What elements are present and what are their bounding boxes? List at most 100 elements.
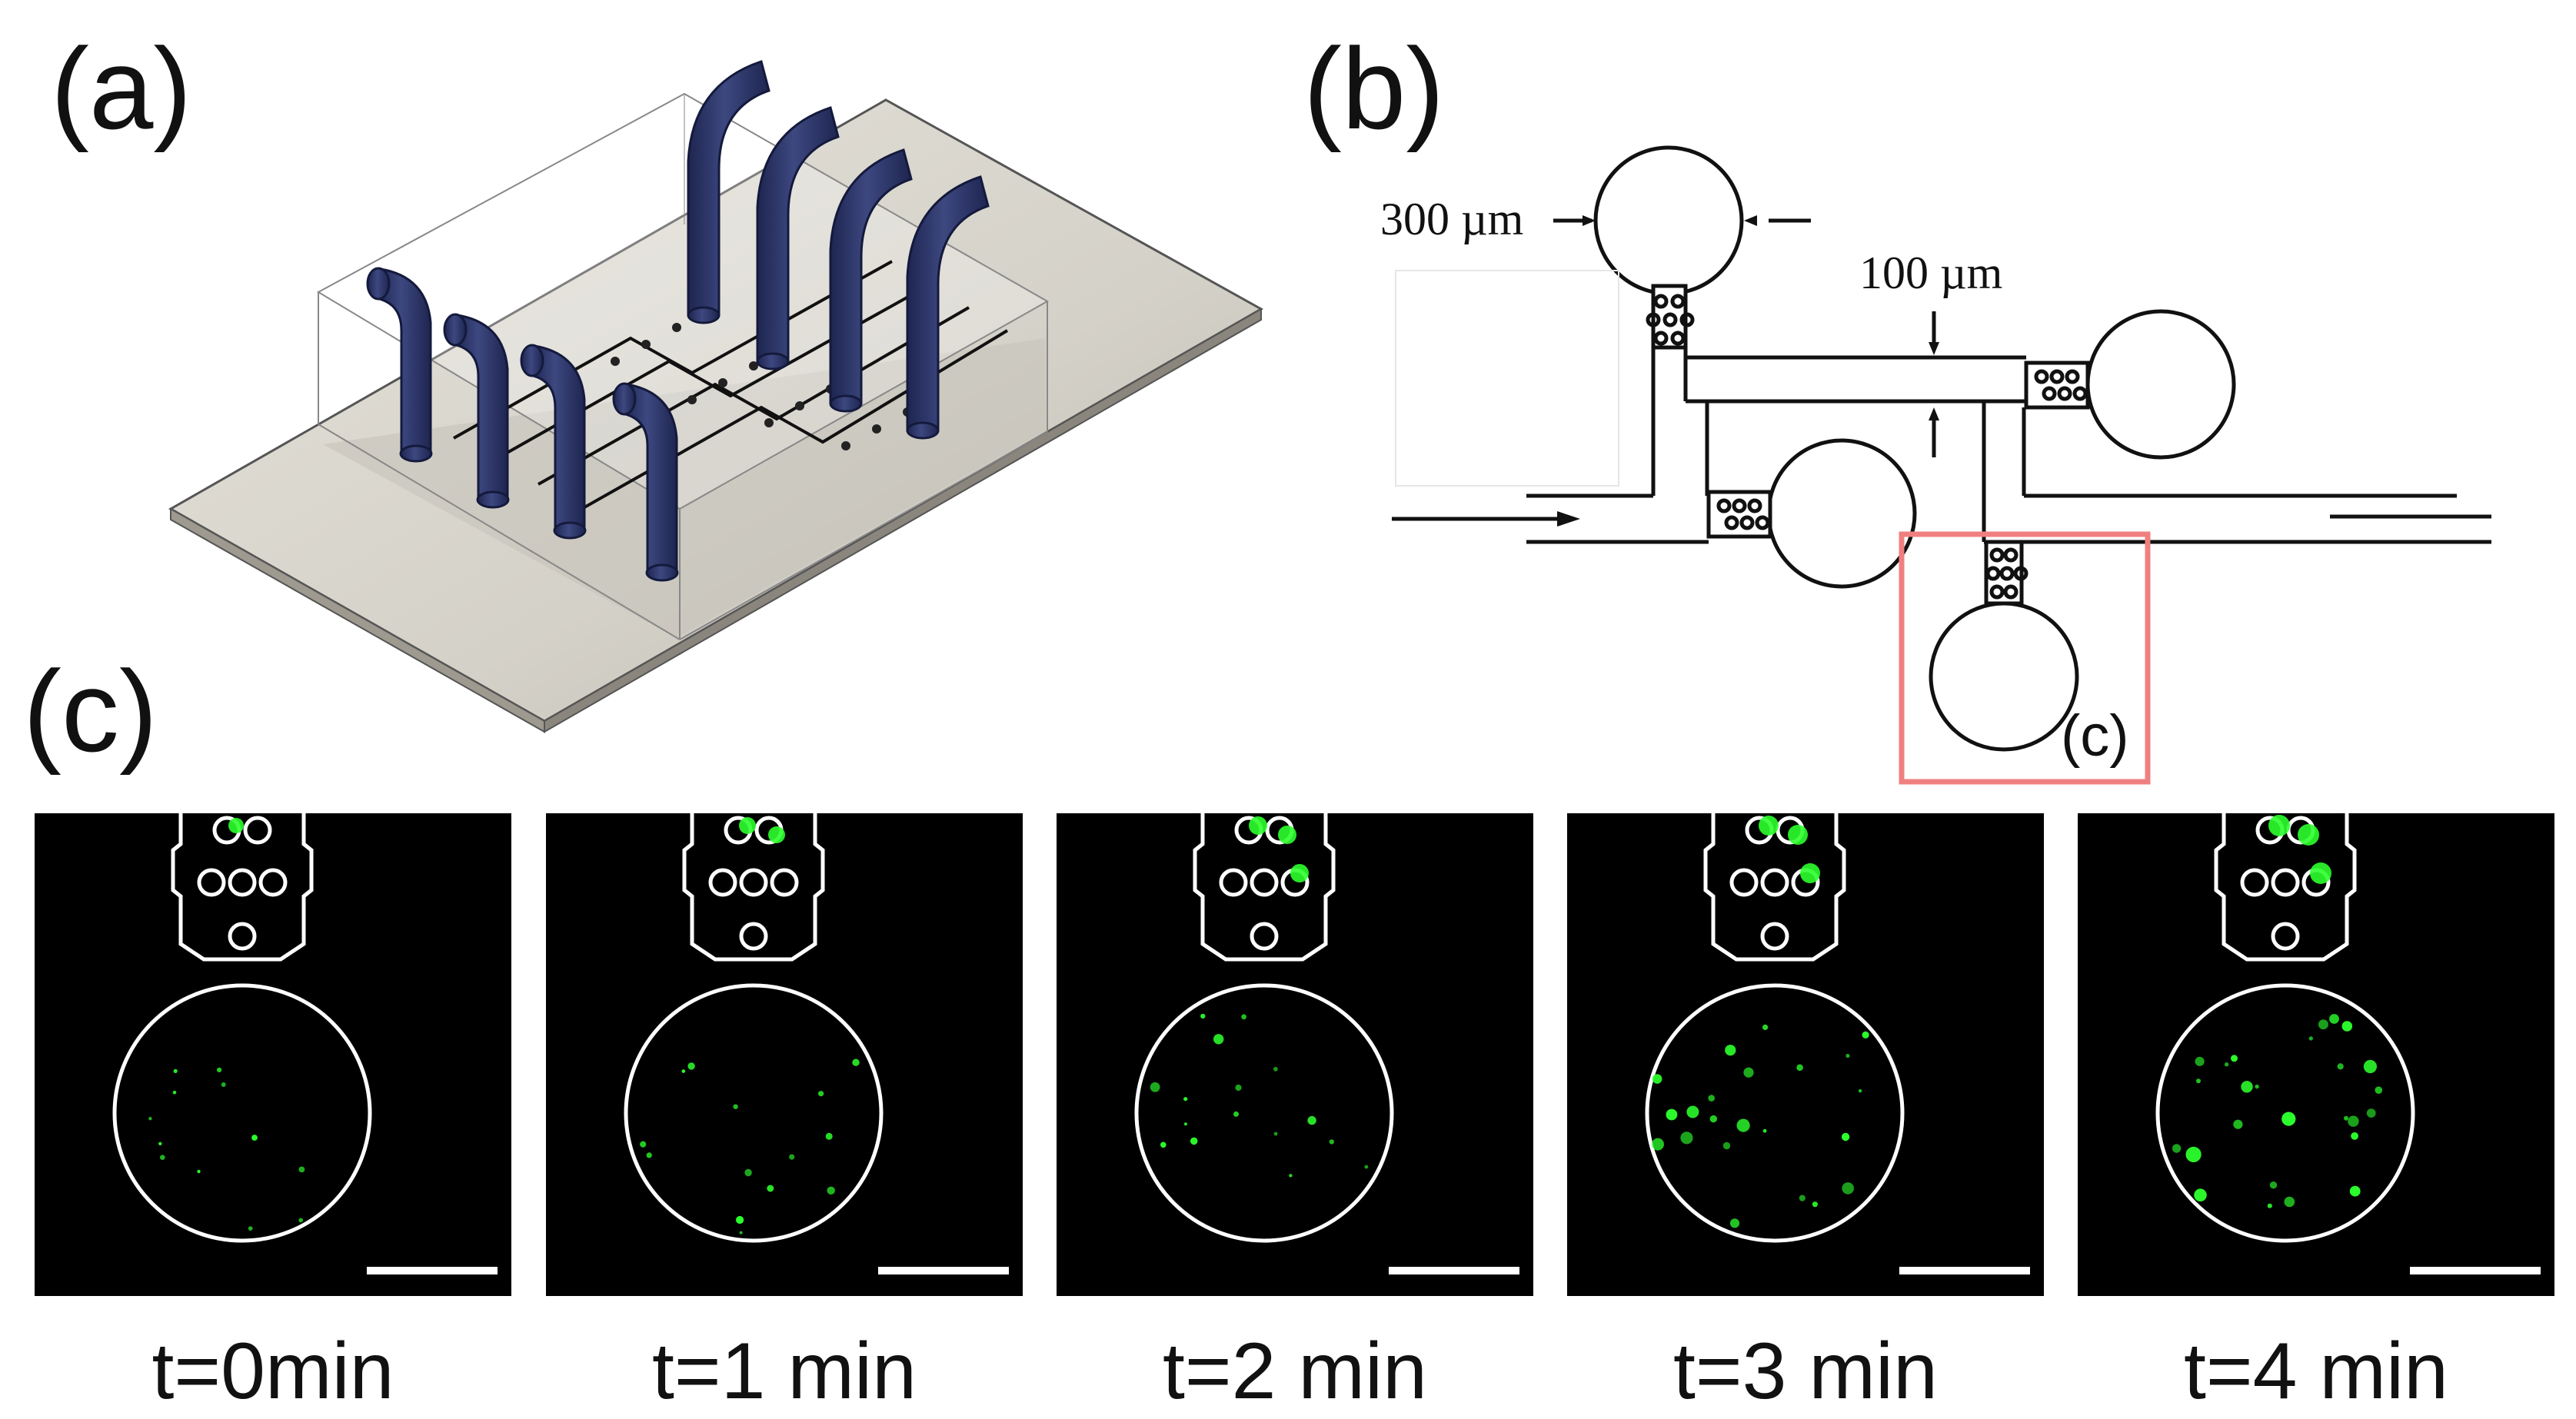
fluorescent-cell — [298, 1218, 304, 1223]
fluorescent-cell — [640, 1141, 647, 1148]
fluorescent-cell — [2224, 1062, 2229, 1067]
fluorescent-cell — [2194, 1188, 2207, 1201]
time-label: t=3 min — [1673, 1327, 1938, 1416]
fluorescent-cell — [767, 1185, 774, 1192]
fluorescent-cell — [739, 1231, 743, 1235]
panel-label-c: (c) — [23, 646, 158, 776]
fluorescent-cell — [1736, 1118, 1750, 1132]
fluorescent-cell — [827, 1186, 835, 1195]
trap-post — [708, 868, 737, 897]
fluorescent-cell — [681, 1069, 686, 1073]
fluorescent-cell — [2351, 1132, 2358, 1140]
trap-post — [1729, 868, 1759, 897]
microscopy-frame — [1567, 813, 2044, 1296]
trap-post — [2240, 868, 2269, 897]
fluorescent-cell — [2172, 1144, 2182, 1153]
fluorescent-cell — [687, 1062, 695, 1070]
fluorescent-cell — [2284, 1196, 2295, 1208]
fluorescent-cell — [1845, 1053, 1850, 1058]
fluorescent-cell — [1213, 1034, 1224, 1045]
scale-bar — [367, 1267, 498, 1274]
cell-in-trap — [2310, 862, 2331, 884]
microscopy-frame — [35, 813, 511, 1296]
fluorescent-cell — [1842, 1182, 1854, 1195]
fluorescent-cell — [1812, 1201, 1818, 1208]
chamber-micrograph — [2155, 813, 2541, 1274]
fluorescent-cell — [852, 1058, 860, 1066]
tubes-back-row — [687, 60, 990, 440]
scale-bar — [1389, 1267, 1519, 1274]
trap-outline — [1703, 813, 1846, 962]
faint-outline — [1395, 270, 1619, 487]
fluorescent-cell — [2363, 1059, 2377, 1074]
trap-post — [1250, 868, 1279, 897]
fluorescent-cell — [2196, 1078, 2201, 1084]
fluorescent-cell — [251, 1135, 258, 1141]
fluorescent-cell — [1858, 1088, 1862, 1093]
fluorescent-cell — [2348, 1115, 2359, 1127]
fluorescent-cell — [298, 1166, 305, 1173]
chamber-outline — [112, 983, 372, 1243]
fluorescent-cell — [2267, 1203, 2272, 1208]
fluorescent-cell — [2255, 1084, 2259, 1089]
time-label: t=1 min — [652, 1327, 917, 1416]
fluorescent-cell — [736, 1215, 744, 1225]
fluorescent-cell — [1725, 1045, 1736, 1056]
fluorescent-cell — [1796, 1064, 1803, 1072]
fluorescent-cell — [1743, 1067, 1754, 1078]
chamber-outline — [1134, 983, 1394, 1243]
fluorescent-cell — [1686, 1105, 1699, 1118]
microscopy-frame — [2078, 813, 2554, 1296]
cell-in-trap — [1278, 826, 1296, 844]
fluorescent-cell — [2366, 1108, 2376, 1118]
trap-post — [2271, 922, 2300, 951]
fluorescent-cell — [1652, 1138, 1664, 1151]
chamber-micrograph — [112, 813, 498, 1274]
microscopy-frame — [546, 813, 1023, 1296]
chip-3d-model — [168, 60, 1264, 733]
trap-outline — [171, 813, 314, 962]
fluorescent-cell — [221, 1082, 226, 1087]
fluorescent-cell — [2308, 1036, 2313, 1041]
fluorescent-cell — [1190, 1137, 1198, 1145]
fluorescent-cell — [1722, 1142, 1731, 1150]
fluorescent-cell — [1862, 1031, 1869, 1038]
fluorescent-cell — [1235, 1084, 1242, 1092]
fluorescent-cell — [2341, 1021, 2353, 1032]
fluorescent-cell — [160, 1155, 165, 1160]
fluorescent-cell — [1708, 1095, 1715, 1102]
chamber-micrograph — [1645, 813, 2030, 1274]
fluorescent-cell — [172, 1090, 177, 1095]
chamber-micrograph — [624, 813, 1009, 1274]
cell-in-trap — [1759, 816, 1779, 836]
trap-post — [228, 922, 257, 951]
time-label: t=0min — [151, 1327, 394, 1416]
cell-in-trap — [1249, 816, 1267, 835]
fluorescent-cell — [197, 1169, 201, 1174]
fluorescent-cell — [2195, 1056, 2205, 1066]
dimension-channel-label: 100 µm — [1859, 248, 2003, 298]
fluorescent-cell — [1183, 1097, 1188, 1102]
trap-post — [770, 868, 799, 897]
trap-post — [1250, 922, 1279, 951]
fluorescent-cell — [1652, 1074, 1662, 1084]
panel-label-a: (a) — [51, 24, 192, 153]
cell-in-trap — [739, 817, 756, 834]
fluorescent-cell — [248, 1226, 253, 1231]
fluorescent-cell — [744, 1168, 752, 1177]
fluorescent-cell — [2185, 1146, 2202, 1162]
fluorescent-cell — [1183, 1122, 1187, 1126]
fluorescent-cell — [1241, 1014, 1246, 1020]
trap-post — [197, 868, 226, 897]
fluorescent-cell — [1273, 1132, 1278, 1136]
tubes-front-row — [366, 267, 679, 582]
fluorescent-cell — [1762, 1128, 1767, 1133]
fluorescent-cell — [825, 1132, 833, 1140]
scale-bar — [878, 1267, 1009, 1274]
chamber-outline — [1645, 983, 1905, 1243]
fluorescent-cell — [2337, 1063, 2344, 1070]
fluorescent-cell — [158, 1142, 162, 1145]
fluorescent-cell — [1160, 1142, 1167, 1148]
fluorescent-cell — [1364, 1165, 1369, 1169]
